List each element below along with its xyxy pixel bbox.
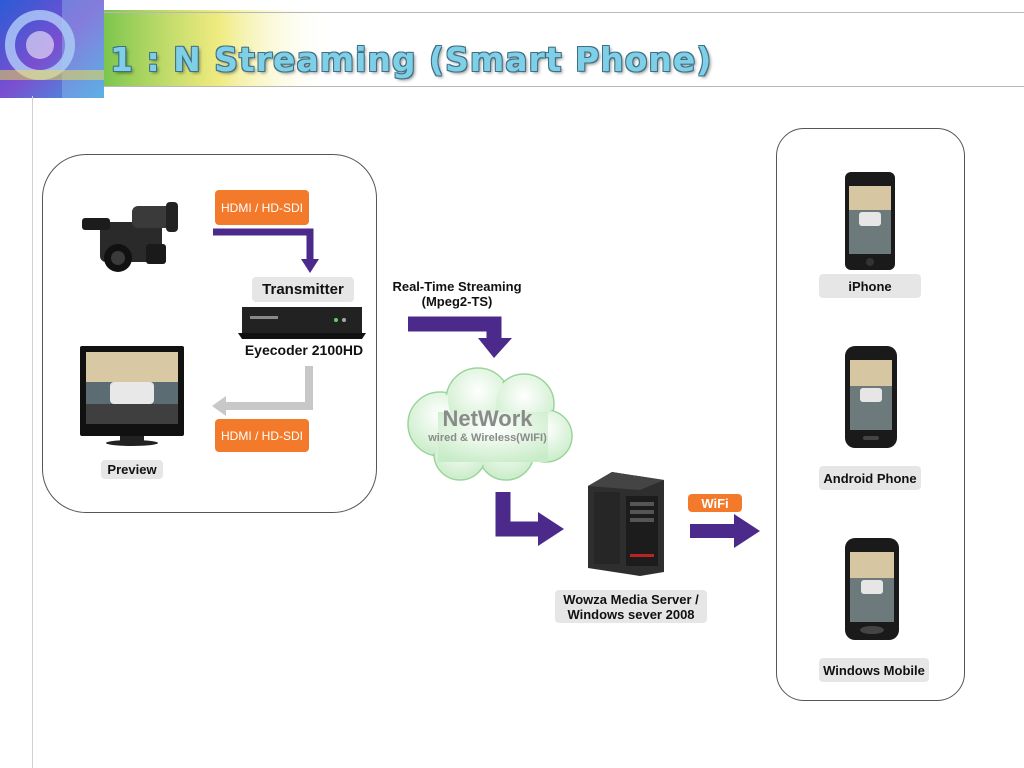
- device-label-windows-mobile: Windows Mobile: [819, 658, 929, 682]
- server-line-2: Windows sever 2008: [567, 606, 695, 622]
- arrow-network-to-server: [495, 492, 564, 546]
- arrow-camera-to-transmitter: [213, 228, 319, 273]
- stream-line-1: Real-Time Streaming: [392, 279, 522, 294]
- decorative-swirl-icon: [0, 0, 104, 98]
- header-rule-bottom: [104, 86, 1024, 87]
- preview-label: Preview: [101, 460, 163, 479]
- arrow-stream-to-network: [408, 316, 512, 358]
- encoder-device-icon: [238, 307, 366, 339]
- page-title: 1 : N Streaming (Smart Phone): [110, 40, 713, 79]
- device-label-android: Android Phone: [819, 466, 921, 490]
- server-label: Wowza Media Server / Windows sever 2008: [555, 590, 707, 623]
- stream-description: Real-Time Streaming (Mpeg2-TS): [384, 279, 530, 309]
- transmitter-label: Transmitter: [252, 277, 354, 302]
- arrow-server-to-devices: [690, 514, 760, 548]
- device-label-iphone: iPhone: [819, 274, 921, 298]
- network-subtitle: wired & Wireless(WIFI): [428, 432, 547, 444]
- stream-line-2: (Mpeg2-TS): [421, 294, 493, 309]
- header-rule-top: [104, 12, 1024, 13]
- video-camera-icon: [82, 202, 178, 272]
- header-logo-decoration: [0, 0, 104, 98]
- wifi-label: WiFi: [688, 494, 742, 512]
- output-signal-label: HDMI / HD-SDI: [215, 419, 309, 452]
- title-banner: [104, 10, 1024, 90]
- input-signal-label: HDMI / HD-SDI: [215, 190, 309, 225]
- left-margin-rule: [32, 96, 33, 768]
- android-phone-icon: [845, 346, 897, 448]
- windows-mobile-icon: [845, 538, 899, 640]
- iphone-icon: [845, 172, 895, 270]
- network-title: NetWork: [442, 406, 533, 431]
- device-name: Eyecoder 2100HD: [244, 342, 364, 358]
- arrow-transmitter-to-preview: [212, 366, 313, 416]
- server-line-1: Wowza Media Server /: [563, 591, 699, 607]
- network-cloud-icon: [407, 367, 573, 481]
- preview-monitor-icon: [80, 346, 184, 446]
- server-tower-icon: [588, 472, 664, 576]
